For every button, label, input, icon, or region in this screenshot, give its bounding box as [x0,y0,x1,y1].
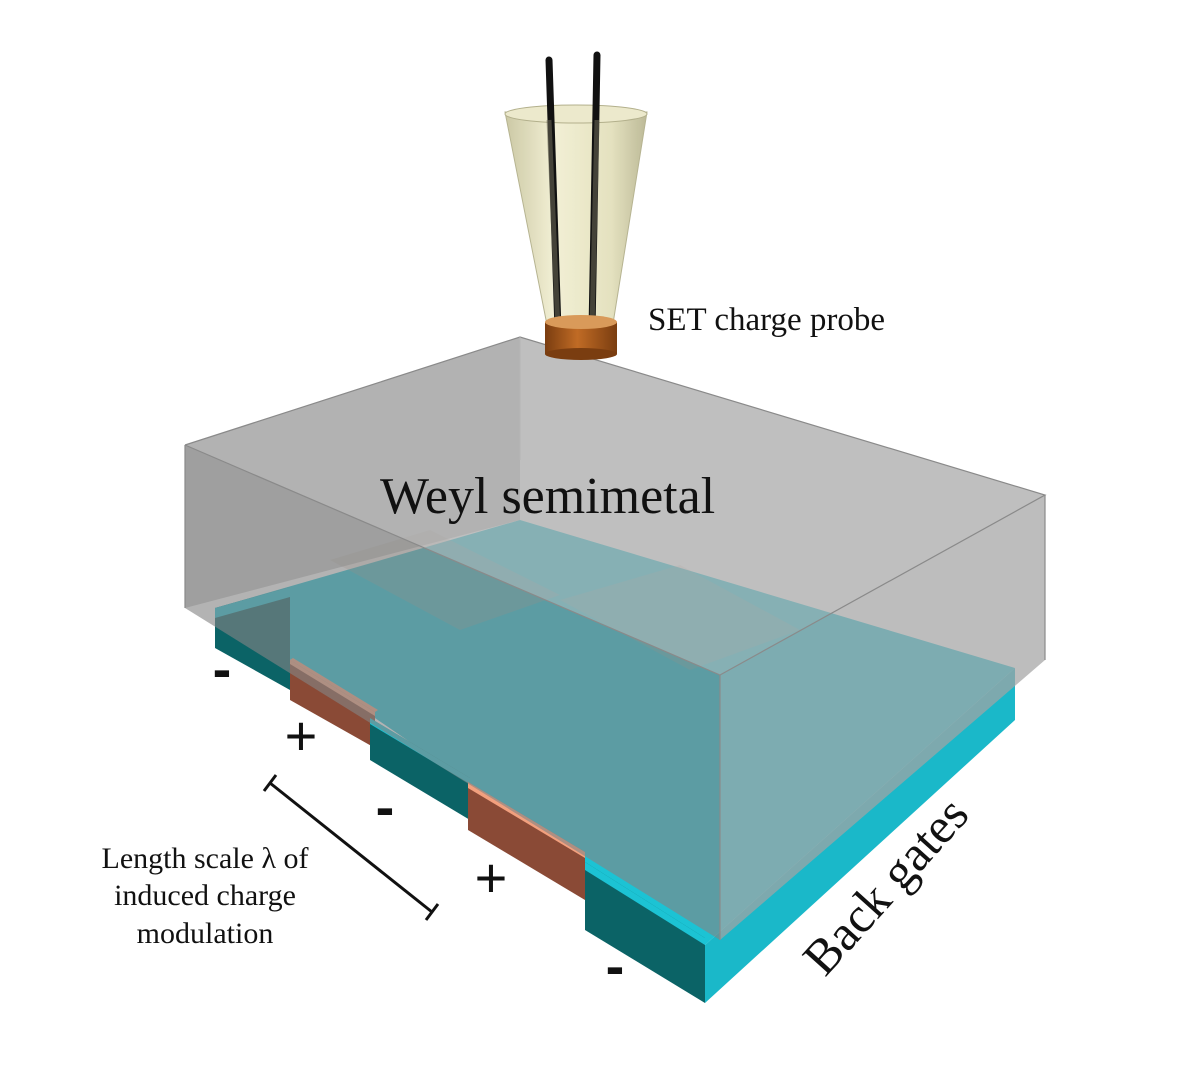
length-scale-line [269,781,433,914]
probe-label: SET charge probe [648,302,885,338]
gate-strip-4-front [468,782,585,900]
length-scale-bar [262,774,440,921]
length-scale-label-line-1: Length scale λ of [102,842,309,875]
gate-sign-5: - [606,934,625,997]
material-label: Weyl semimetal [380,468,715,525]
probe-wire-right-inside [589,119,600,331]
probe-tip-top [545,315,617,329]
gate-sign-1: - [213,637,232,700]
gate-sign-2: + [285,704,318,767]
length-scale-label-line-3: modulation [137,917,274,950]
gate-strip-5 [585,862,705,1003]
gate-sign-4: + [475,846,508,909]
gate-strip-5-top [585,862,705,945]
length-scale-label-line-2: induced charge [114,879,296,912]
weyl-semimetal-slab [184,336,1047,940]
slab-front-face [185,445,720,940]
set-charge-probe [504,51,648,360]
probe-wire-left-inside [546,119,561,331]
gate-strip-5-front [585,862,705,1003]
probe-cone-rim [504,104,648,124]
probe-cone [504,111,648,331]
gate-strip-3-front [370,718,470,820]
length-scale-cap-start [262,774,278,792]
gate-sign-3: - [376,775,395,838]
slab-right-face [720,495,1045,940]
slab-top-face [185,337,1045,675]
length-scale-cap-end [424,903,440,921]
probe-tip-bottom [545,348,617,360]
